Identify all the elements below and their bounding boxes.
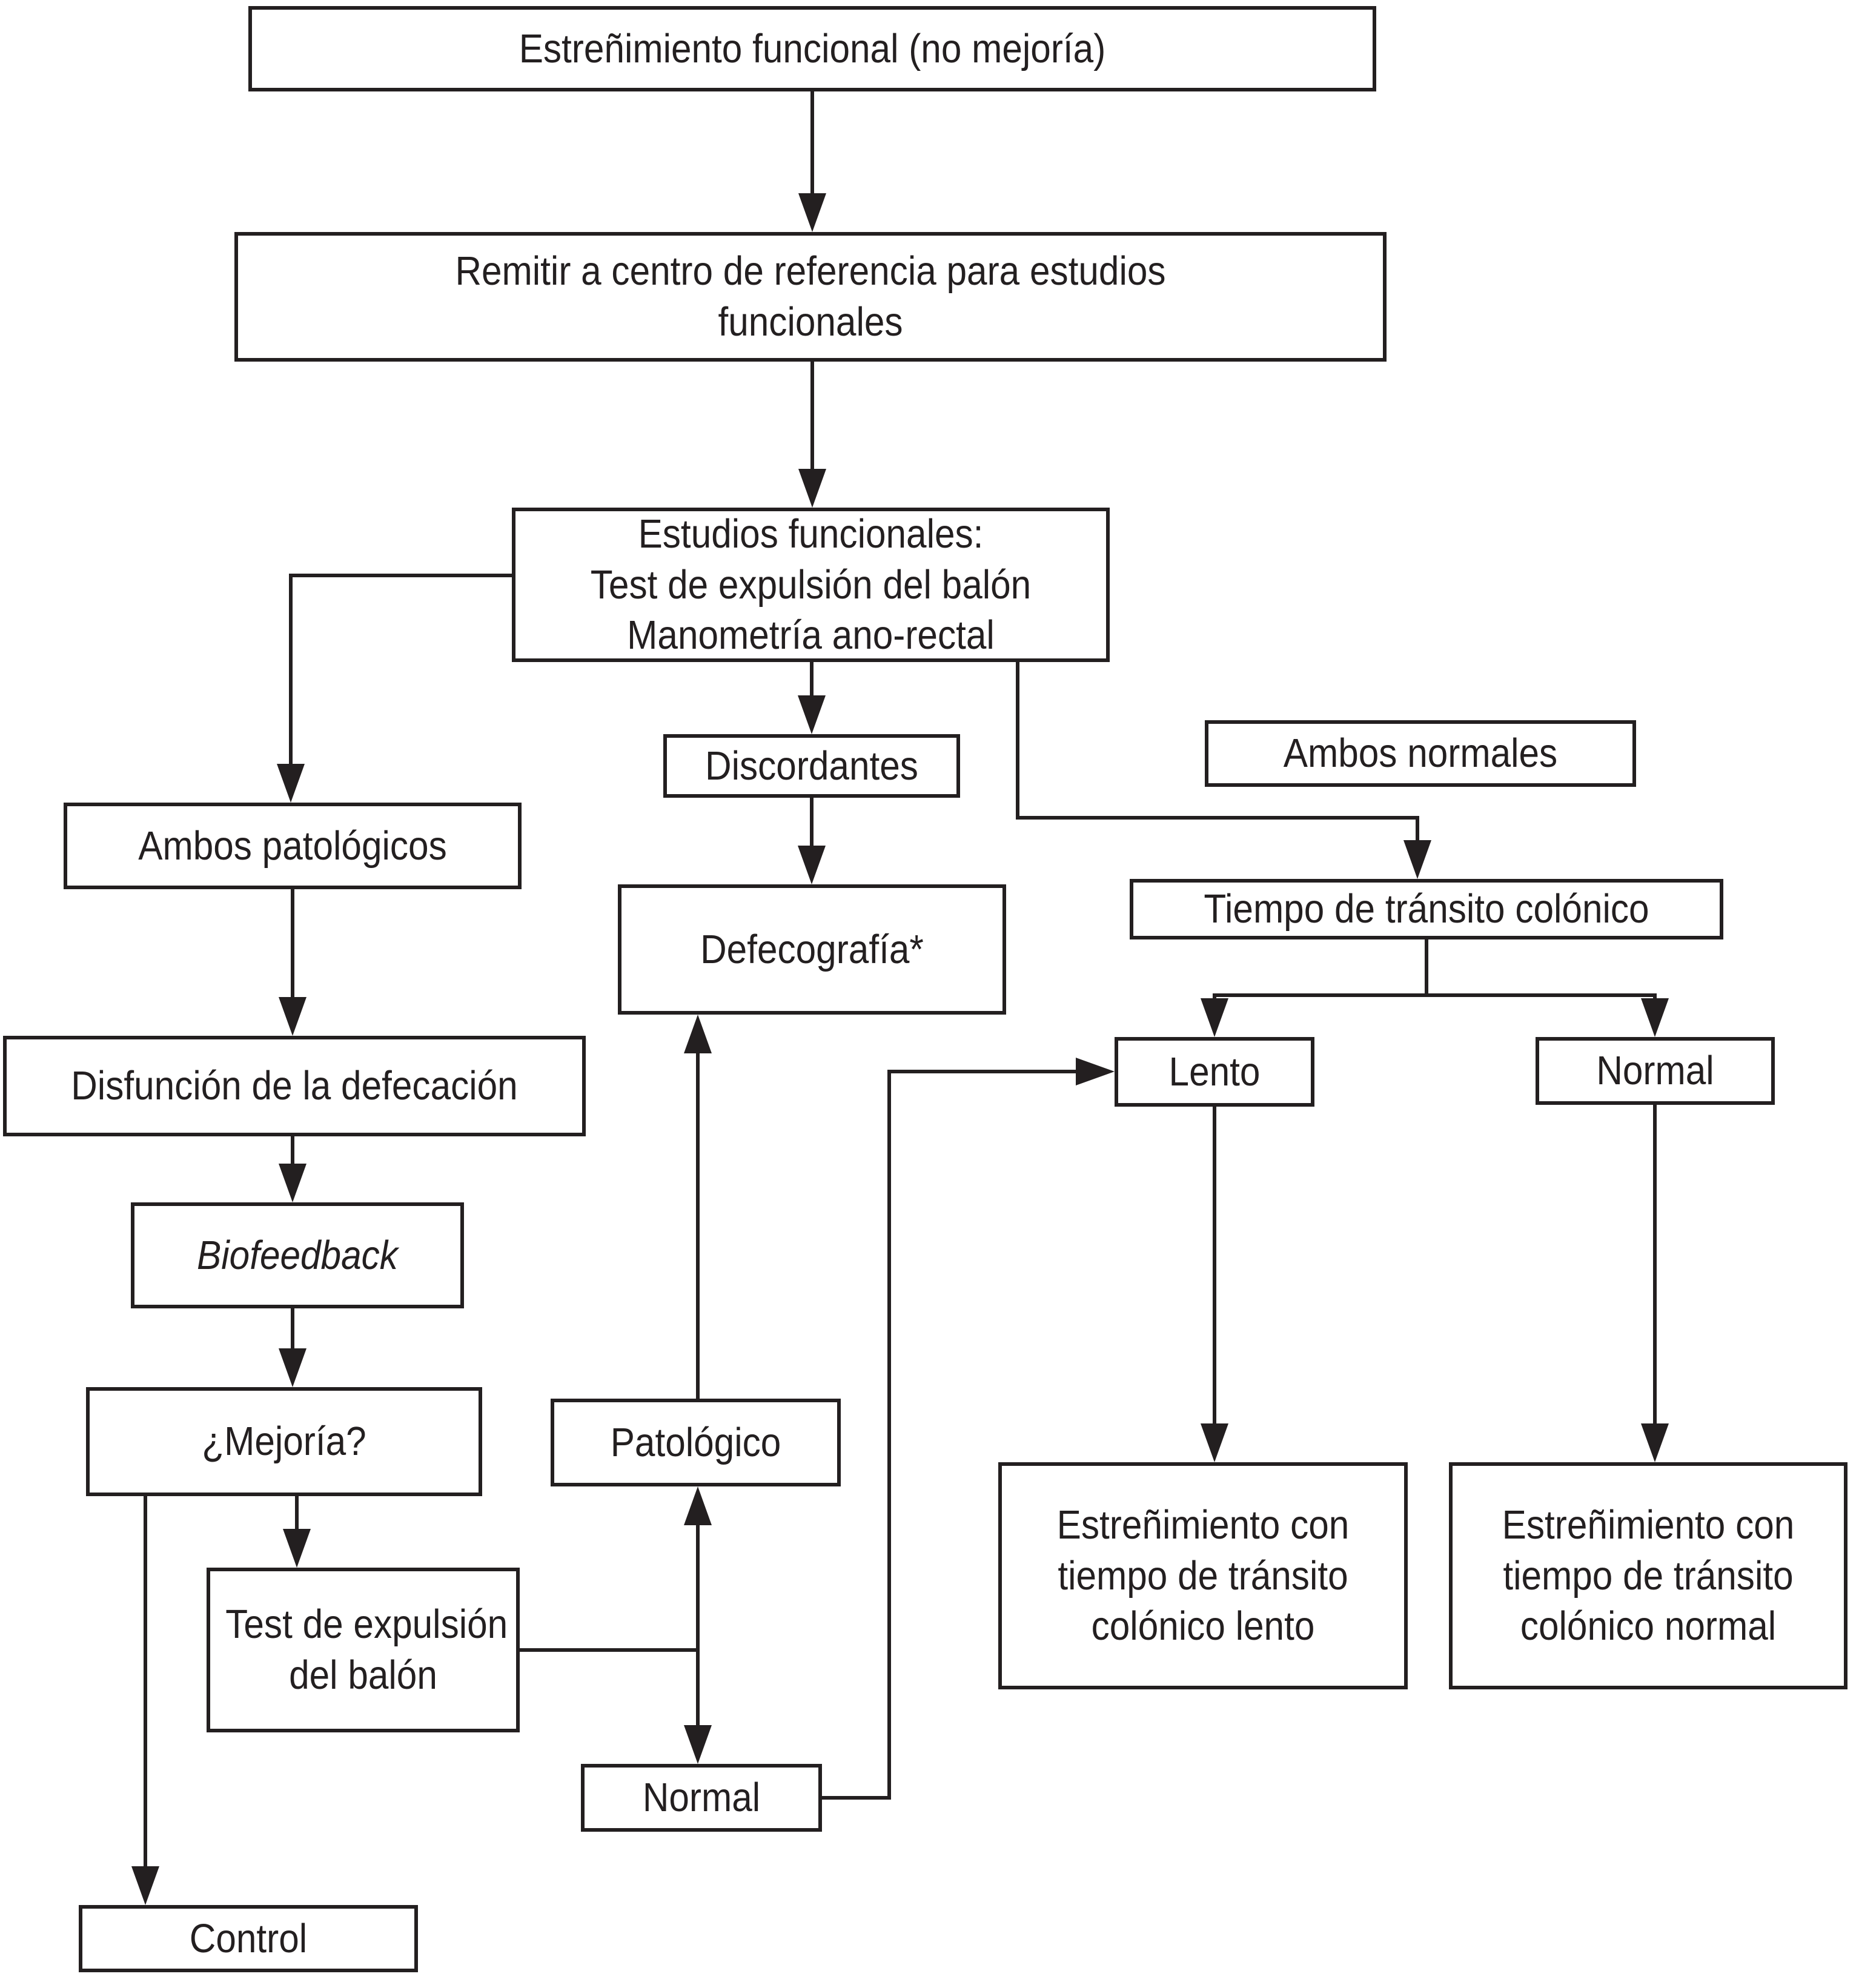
- arrowhead-down-icon: [279, 997, 307, 1036]
- connector-line: [1425, 939, 1428, 997]
- connector-line: [1213, 1107, 1216, 1428]
- arrowhead-up-icon: [684, 1015, 712, 1053]
- connector-line: [289, 574, 293, 767]
- arrowhead-down-icon: [798, 846, 826, 884]
- connector-line: [291, 1308, 294, 1357]
- arrowhead-down-icon: [1641, 998, 1669, 1037]
- connector-line: [810, 91, 814, 200]
- arrowhead-down-icon: [131, 1866, 159, 1905]
- node-label: Patológico: [610, 1419, 781, 1465]
- connector-line: [1016, 816, 1419, 820]
- arrowhead-up-icon: [684, 1486, 712, 1525]
- connector-line: [291, 1136, 294, 1170]
- node-label: Ambos patológicos: [138, 823, 447, 869]
- node-label: Estudios funcionales: Test de expulsión …: [590, 511, 1032, 658]
- node-patologico: Patológico: [551, 1399, 841, 1486]
- node-label: Estreñimiento con tiempo de tránsito col…: [1502, 1502, 1795, 1649]
- connector-line: [810, 362, 814, 474]
- arrowhead-down-icon: [1403, 840, 1431, 879]
- arrowhead-down-icon: [684, 1725, 712, 1764]
- node-normal-transito: Normal: [1536, 1037, 1775, 1105]
- connector-line: [696, 1517, 700, 1735]
- connector-line: [295, 1496, 299, 1539]
- node-label: Test de expulsión del balón: [225, 1602, 508, 1698]
- arrowhead-down-icon: [283, 1529, 311, 1568]
- arrowhead-down-icon: [279, 1164, 307, 1202]
- node-estrenimiento-transito-normal: Estreñimiento con tiempo de tránsito col…: [1449, 1462, 1847, 1689]
- node-label: Remitir a centro de referencia para estu…: [455, 248, 1166, 345]
- connector-line: [144, 1496, 147, 1875]
- node-label: Normal: [1596, 1048, 1714, 1094]
- node-mejoria: ¿Mejoría?: [86, 1387, 482, 1496]
- arrowhead-down-icon: [798, 469, 826, 508]
- node-label: ¿Mejoría?: [202, 1419, 366, 1465]
- connector-line: [289, 574, 512, 577]
- node-discordantes: Discordantes: [663, 734, 960, 798]
- connector-line: [1213, 993, 1657, 997]
- node-disfuncion-defecacion: Disfunción de la defecación: [3, 1036, 586, 1136]
- connector-line: [1653, 1105, 1657, 1428]
- node-label: Discordantes: [705, 743, 918, 789]
- node-test-expulsion-balon: Test de expulsión del balón: [207, 1568, 520, 1732]
- connector-line: [520, 1648, 700, 1652]
- node-label: Normal: [642, 1775, 761, 1821]
- connector-line: [291, 889, 294, 1004]
- connector-line: [822, 1796, 891, 1800]
- arrowhead-down-icon: [798, 193, 826, 232]
- connector-line: [810, 798, 814, 851]
- node-label: Defecografía*: [700, 926, 924, 972]
- connector-line: [1416, 816, 1419, 846]
- arrowhead-right-icon: [1076, 1058, 1115, 1085]
- connector-line: [1016, 662, 1019, 820]
- node-label: Ambos normales: [1283, 731, 1558, 777]
- node-label: Disfunción de la defecación: [71, 1063, 518, 1109]
- node-label: Biofeedback: [197, 1232, 398, 1278]
- node-estudios-funcionales: Estudios funcionales: Test de expulsión …: [512, 508, 1110, 662]
- node-normal-test: Normal: [581, 1764, 822, 1832]
- node-tiempo-transito-colonico: Tiempo de tránsito colónico: [1130, 879, 1723, 939]
- node-label: Tiempo de tránsito colónico: [1204, 886, 1649, 932]
- node-biofeedback: Biofeedback: [131, 1202, 464, 1308]
- node-label: Estreñimiento funcional (no mejoría): [519, 25, 1106, 71]
- connector-line: [887, 1070, 1081, 1073]
- arrowhead-down-icon: [279, 1348, 307, 1387]
- node-control: Control: [79, 1905, 418, 1972]
- arrowhead-down-icon: [798, 695, 826, 734]
- arrowhead-down-icon: [1201, 1423, 1228, 1462]
- node-ambos-normales: Ambos normales: [1205, 720, 1636, 787]
- connector-line: [696, 1048, 700, 1399]
- arrowhead-down-icon: [1201, 998, 1228, 1037]
- node-defecografia: Defecografía*: [618, 884, 1006, 1015]
- connector-line: [810, 662, 814, 700]
- node-estrenimiento-transito-lento: Estreñimiento con tiempo de tránsito col…: [998, 1462, 1408, 1689]
- node-estrenimiento-funcional: Estreñimiento funcional (no mejoría): [248, 6, 1376, 91]
- arrowhead-down-icon: [1641, 1423, 1669, 1462]
- node-label: Estreñimiento con tiempo de tránsito col…: [1056, 1502, 1350, 1649]
- arrowhead-down-icon: [277, 764, 305, 803]
- node-label: Lento: [1168, 1049, 1261, 1095]
- node-remitir-centro-referencia: Remitir a centro de referencia para estu…: [234, 232, 1387, 362]
- node-ambos-patologicos: Ambos patológicos: [64, 803, 522, 889]
- node-lento: Lento: [1115, 1037, 1314, 1107]
- connector-line: [887, 1070, 891, 1800]
- node-label: Control: [189, 1915, 308, 1961]
